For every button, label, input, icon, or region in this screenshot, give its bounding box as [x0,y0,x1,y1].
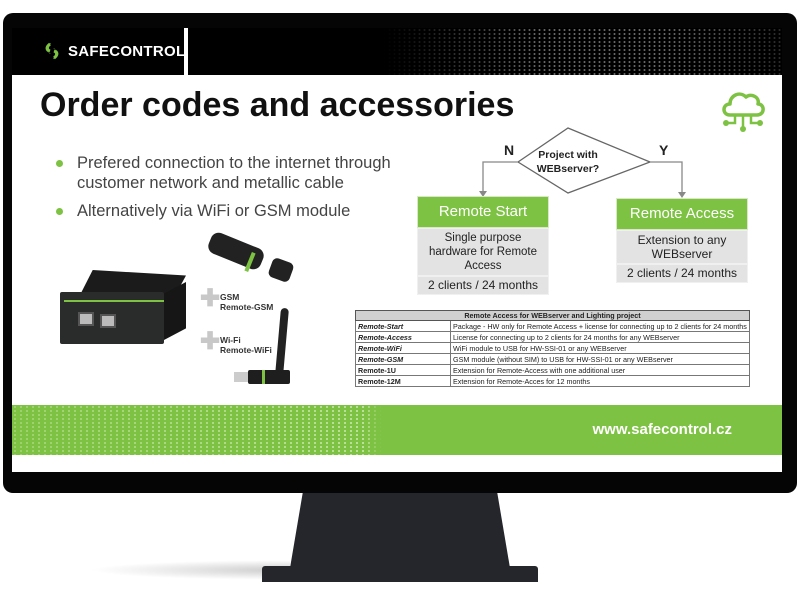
accessory-name: Wi-Fi [220,335,241,345]
brand-logo: SAFECONTROL [42,41,185,61]
remote-access-column: Remote Access Extension to any WEBserver… [616,198,748,283]
remote-start-box: Remote Start [417,196,549,228]
code-description: License for connecting up to 2 clients f… [450,331,750,343]
monitor-screen: SAFECONTROL Order codes and accessories … [12,28,782,472]
remote-start-column: Remote Start Single purpose hardware for… [417,196,549,295]
accessory-code: Remote-GSM [220,302,274,312]
plus-icon: ✚ [200,328,221,355]
footer-url[interactable]: www.safecontrol.cz [592,421,732,438]
accessory-code: Remote-WiFi [220,345,272,355]
plus-icon: ✚ [200,285,221,312]
monitor-stand-base [262,566,538,582]
gsm-dongle-image [205,230,298,286]
footer-band: www.safecontrol.cz [12,405,782,455]
remote-access-desc: Extension to any WEBserver [616,230,748,264]
accessory-name: GSM [220,292,240,302]
dot-pattern [12,405,382,455]
dot-pattern [382,28,782,75]
order-code: Remote-12M [355,375,451,387]
remote-start-clients: 2 clients / 24 months [417,276,549,295]
header-divider [184,28,188,75]
bullet-dot [56,208,63,215]
code-description: Package - HW only for Remote Access + li… [450,320,750,332]
no-label: N [504,142,515,158]
wifi-adapter-image [234,307,294,388]
order-codes-table: Remote Access for WEBserver and Lighting… [355,310,750,387]
monitor-stand [290,490,510,568]
order-code: Remote-WiFi [355,342,451,354]
flowchart-connectors [479,127,686,198]
decision-question: Project with WEBserver? [536,149,600,175]
yes-label: Y [659,142,669,158]
code-description: WiFi module to USB for HW-SSI-01 or any … [450,342,750,354]
table-title: Remote Access for WEBserver and Lighting… [355,310,750,321]
stand-shadow [90,560,290,580]
bullet-text: Prefered connection to the internet thro… [77,154,391,192]
code-description: Extension for Remote-Access with one add… [450,364,750,376]
code-description: GSM module (without SIM) to USB for HW-S… [450,353,750,365]
bullet-dot [56,160,63,167]
brand-name: SAFECONTROL [68,42,186,60]
cloud-network-icon [722,92,765,132]
router-device-image [60,270,186,348]
order-code: Remote-1U [355,364,451,376]
slide-title: Order codes and accessories [40,86,515,124]
accessory-label-gsm: GSM Remote-GSM [220,292,273,312]
slide-header: SAFECONTROL [12,28,782,75]
safecontrol-logo-icon [45,42,59,60]
bullet-text: Alternatively via WiFi or GSM module [77,202,351,220]
remote-start-desc: Single purpose hardware for Remote Acces… [417,228,549,276]
remote-access-clients: 2 clients / 24 months [616,264,748,283]
remote-access-box: Remote Access [616,198,748,230]
code-description: Extension for Remote-Acces for 12 months [450,375,750,387]
accessory-label-wifi: Wi-Fi Remote-WiFi [220,335,272,355]
bullet-item: Alternatively via WiFi or GSM module [56,201,416,221]
order-code: Remote-Start [355,320,451,332]
order-code: Remote-GSM [355,353,451,365]
order-code: Remote-Access [355,331,451,343]
bullet-item: Prefered connection to the internet thro… [56,153,416,193]
